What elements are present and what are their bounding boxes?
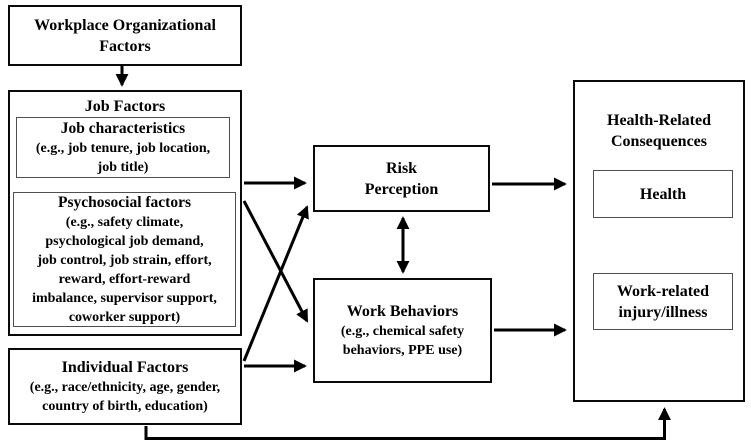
work-related-injury-box: Work-related injury/illness <box>593 273 733 330</box>
health-title: Health <box>639 185 687 203</box>
job-factors-title: Job Factors <box>84 98 166 115</box>
risk-perception-title: Risk Perception <box>364 159 439 198</box>
work-behaviors-detail: (e.g., chemical safety behaviors, PPE us… <box>340 324 465 358</box>
psychosocial-factors-title: Psychosocial factors <box>57 193 191 211</box>
work-behaviors-box: Work Behaviors (e.g., chemical safety be… <box>313 278 492 383</box>
individual-factors-box: Individual Factors (e.g., race/ethnicity… <box>8 348 242 425</box>
job-characteristics-detail: (e.g., job tenure, job location, job tit… <box>35 140 211 175</box>
job-characteristics-box: Job characteristics (e.g., job tenure, j… <box>16 117 230 178</box>
risk-perception-box: Risk Perception <box>313 145 490 212</box>
health-related-consequences-box: Health-Related Consequences <box>573 80 745 402</box>
job-characteristics-title: Job characteristics <box>60 119 186 137</box>
individual-factors-detail: (e.g., race/ethnicity, age, gender, coun… <box>29 380 221 414</box>
psychosocial-factors-detail: (e.g., safety climate, psychological job… <box>32 214 217 325</box>
arrow-individual-to-risk-perception <box>242 205 309 362</box>
workplace-organizational-factors-box: Workplace Organizational Factors <box>8 5 242 66</box>
health-related-consequences-title: Health-Related Consequences <box>607 112 711 150</box>
work-related-injury-title: Work-related injury/illness <box>616 282 710 321</box>
health-box: Health <box>593 170 733 218</box>
workplace-organizational-factors-title: Workplace Organizational Factors <box>34 16 216 55</box>
work-behaviors-title: Work Behaviors <box>346 303 459 320</box>
individual-factors-title: Individual Factors <box>61 359 189 376</box>
psychosocial-factors-box: Psychosocial factors (e.g., safety clima… <box>13 192 236 327</box>
arrow-job-to-work-behaviors <box>242 200 309 323</box>
